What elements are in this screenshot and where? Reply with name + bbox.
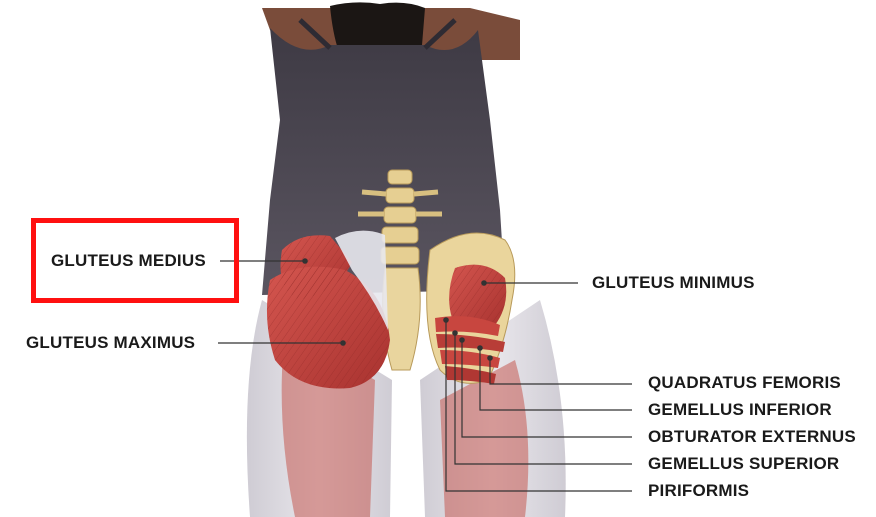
label-gluteus-minimus: GLUTEUS MINIMUS (592, 273, 755, 293)
label-quadratus-femoris: QUADRATUS FEMORIS (648, 373, 841, 393)
label-gluteus-medius: GLUTEUS MEDIUS (51, 251, 206, 271)
sacrum (383, 268, 421, 370)
label-piriformis: PIRIFORMIS (648, 481, 749, 501)
label-gemellus-superior: GEMELLUS SUPERIOR (648, 454, 839, 474)
label-gluteus-maximus: GLUTEUS MAXIMUS (26, 333, 195, 353)
label-gemellus-inferior: GEMELLUS INFERIOR (648, 400, 832, 420)
label-obturator-externus: OBTURATOR EXTERNUS (648, 427, 856, 447)
